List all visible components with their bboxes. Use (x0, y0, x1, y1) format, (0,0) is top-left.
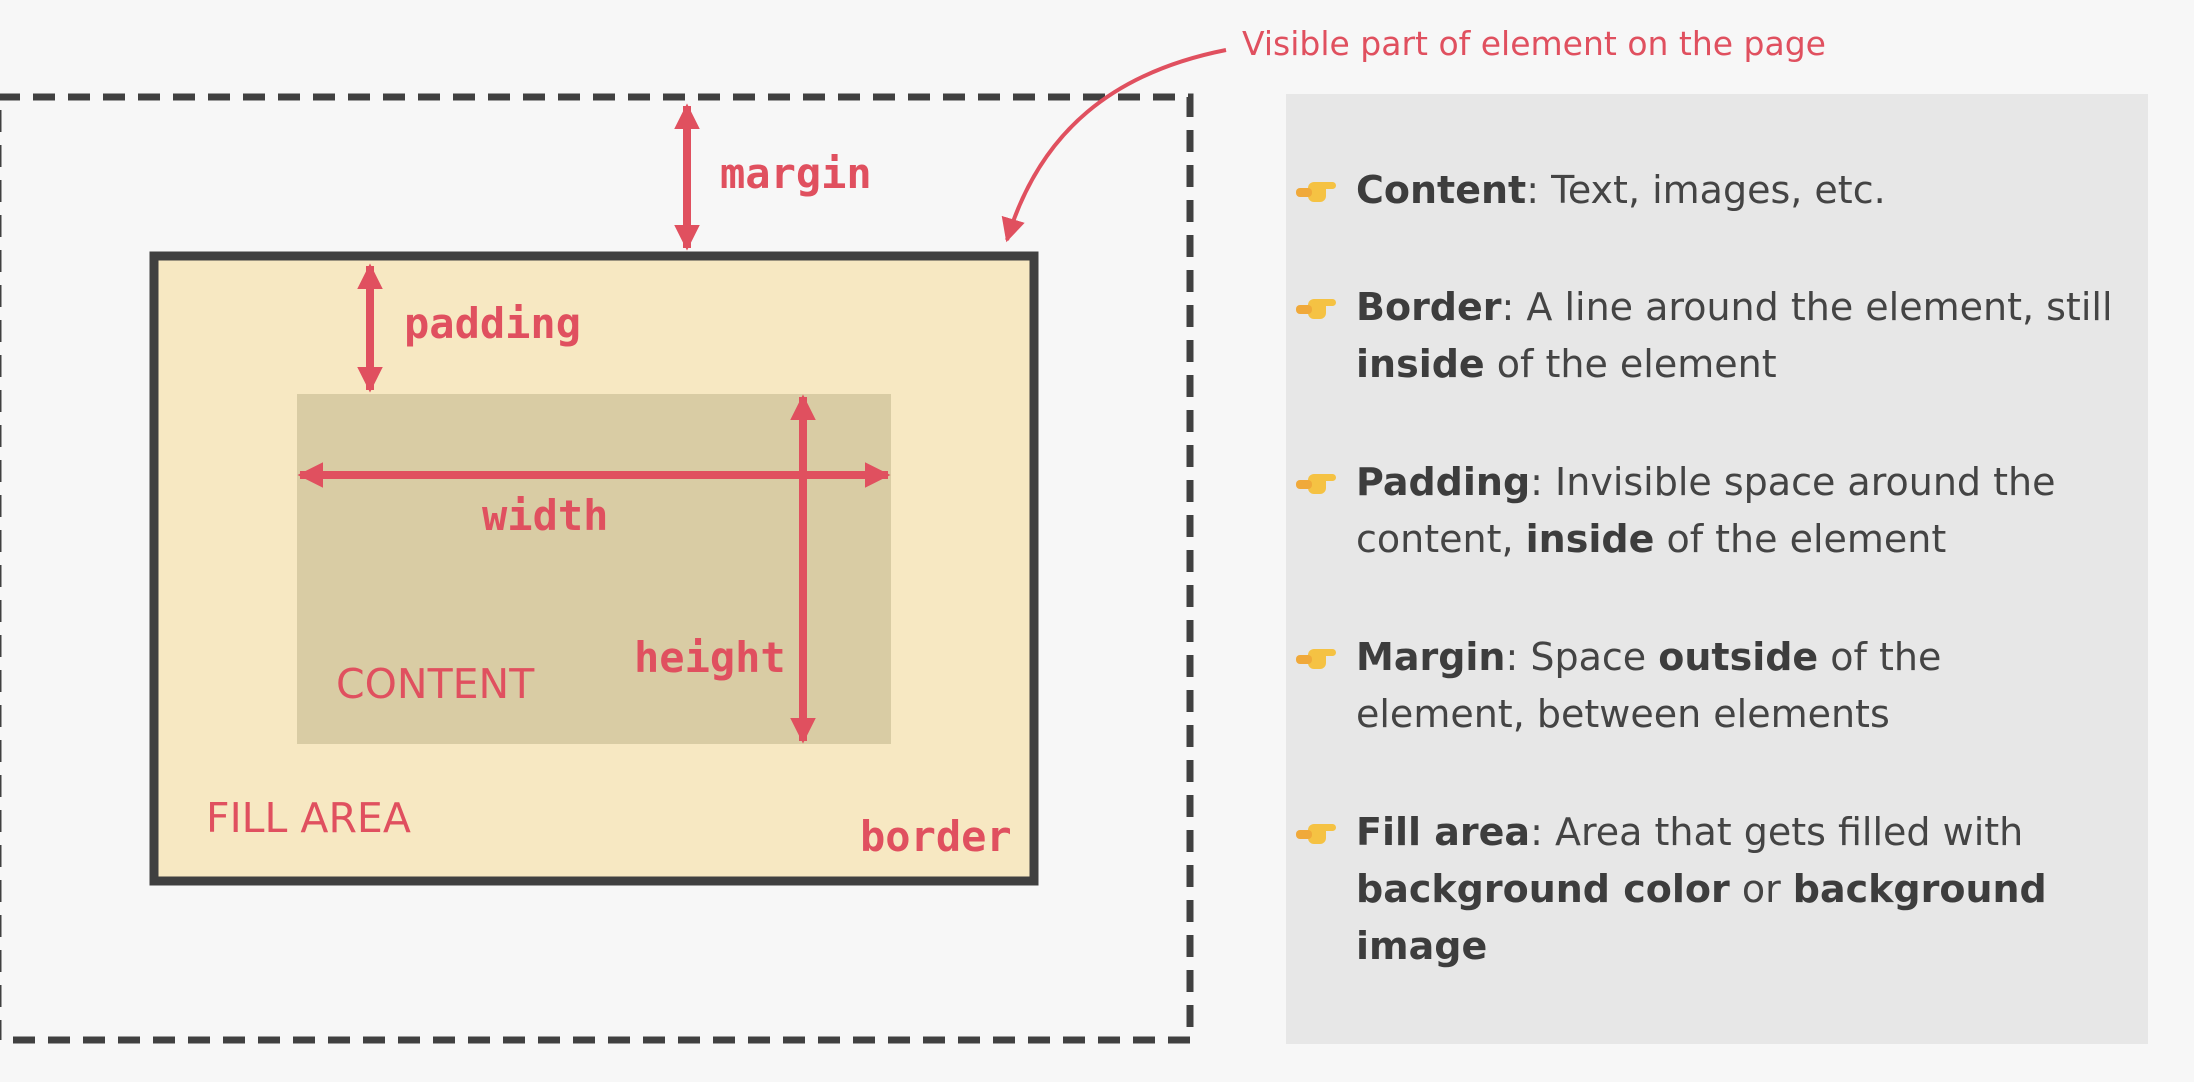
box-model-diagram: margin padding width height CONTENT FILL… (0, 48, 1227, 1044)
pointing-hand-icon (1296, 649, 1336, 669)
border-label: border (860, 812, 1012, 861)
margin-box (0, 93, 1194, 1044)
callout-arrow (1001, 48, 1227, 243)
term-margin: Margin (1356, 635, 1506, 679)
content-label: CONTENT (336, 660, 535, 708)
fill-area-label: FILL AREA (206, 794, 411, 842)
list-item-fill-area: Fill area: Area that gets filled with ba… (1296, 804, 2116, 975)
height-label: height (634, 633, 786, 682)
pointing-hand-icon (1296, 824, 1336, 844)
margin-label: margin (720, 149, 872, 198)
pointing-hand-icon (1296, 474, 1336, 494)
width-label: width (482, 491, 608, 540)
term-content: Content (1356, 168, 1527, 212)
pointing-hand-icon (1296, 182, 1336, 202)
pointing-hand-icon (1296, 299, 1336, 319)
term-padding: Padding (1356, 460, 1531, 504)
list-item-padding: Padding: Invisible space around the cont… (1296, 454, 2116, 568)
term-fill-area: Fill area (1356, 810, 1531, 854)
callout-text: Visible part of element on the page (1242, 24, 1826, 63)
term-border: Border (1356, 285, 1502, 329)
definitions-panel: Content: Text, images, etc. Border: A li… (1286, 94, 2148, 1044)
list-item-content: Content: Text, images, etc. (1296, 162, 2116, 219)
list-item-border: Border: A line around the element, still… (1296, 279, 2116, 393)
list-item-margin: Margin: Space outside of the element, be… (1296, 629, 2116, 743)
padding-label: padding (404, 299, 581, 348)
